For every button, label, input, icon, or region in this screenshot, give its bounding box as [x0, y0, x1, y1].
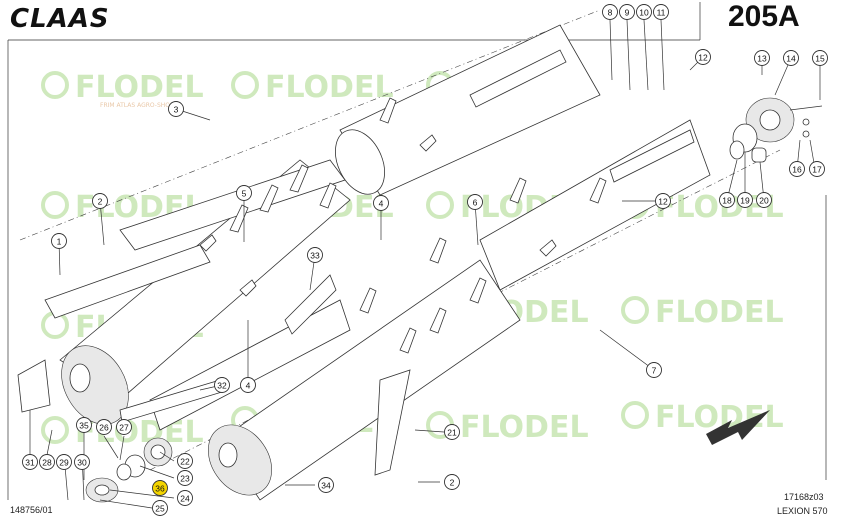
callout-1: 1 [51, 233, 67, 249]
callout-3: 3 [168, 101, 184, 117]
callout-27: 27 [116, 419, 132, 435]
direction-arrow [706, 410, 770, 445]
callout-34: 34 [318, 477, 334, 493]
callout-label: 8 [608, 8, 613, 18]
svg-text:FLODEL: FLODEL [265, 70, 394, 105]
callout-label: 24 [180, 494, 190, 504]
callout-label: 6 [473, 198, 478, 208]
left-drum [44, 159, 351, 431]
callout-label: 7 [652, 366, 657, 376]
callout-28: 28 [39, 454, 55, 470]
callout-20: 20 [756, 192, 772, 208]
callout-label: 23 [180, 474, 190, 484]
callout-10: 10 [636, 4, 652, 20]
callout-label: 30 [77, 458, 87, 468]
svg-text:FLODEL: FLODEL [460, 410, 589, 445]
callout-label: 1 [57, 237, 62, 247]
footer-model: LEXION 570 [777, 506, 828, 516]
callout-label: 20 [759, 196, 769, 206]
callout-16: 16 [789, 161, 805, 177]
callout-24: 24 [177, 490, 193, 506]
callout-12: 12 [695, 49, 711, 65]
callout-5: 5 [236, 185, 252, 201]
callout-label: 14 [786, 54, 796, 64]
callout-label: 25 [155, 504, 165, 514]
callout-2: 2 [92, 193, 108, 209]
callout-label: 17 [812, 165, 822, 175]
callout-label: 12 [698, 53, 708, 63]
callout-label: 26 [99, 423, 109, 433]
callout-7: 7 [646, 362, 662, 378]
upper-auger-tube [335, 24, 711, 291]
callout-2-2: 2 [444, 474, 460, 490]
callout-29: 29 [56, 454, 72, 470]
callout-33: 33 [307, 247, 323, 263]
callout-23: 23 [177, 470, 193, 486]
callout-22: 22 [177, 453, 193, 469]
callout-18: 18 [719, 192, 735, 208]
callout-19: 19 [737, 192, 753, 208]
callout-30: 30 [74, 454, 90, 470]
callout-label: 34 [321, 481, 331, 491]
callout-32: 32 [214, 377, 230, 393]
callout-13: 13 [754, 50, 770, 66]
callout-label: 28 [42, 458, 52, 468]
svg-text:FLODEL: FLODEL [75, 70, 204, 105]
callout-label: 16 [792, 165, 802, 175]
callout-label: 12 [658, 197, 668, 207]
footer-right-code: 17168z03 [784, 492, 824, 502]
callout-21: 21 [444, 424, 460, 440]
callout-4-2: 4 [240, 377, 256, 393]
callout-label: 35 [79, 421, 89, 431]
callout-4: 4 [373, 195, 389, 211]
callout-25: 25 [152, 500, 168, 516]
callout-label: 31 [25, 458, 35, 468]
auger-fingers [199, 97, 607, 354]
callout-label: 27 [119, 423, 129, 433]
callout-label: 22 [180, 457, 190, 467]
callout-36: 36 [152, 480, 168, 496]
callout-label: 19 [740, 196, 750, 206]
callout-label: 9 [625, 8, 630, 18]
callout-9: 9 [619, 4, 635, 20]
callout-26: 26 [96, 419, 112, 435]
callout-label: 5 [242, 189, 247, 199]
callout-label: 4 [246, 381, 251, 391]
callout-label: 2 [98, 197, 103, 207]
lower-drum [208, 259, 521, 501]
callout-label: 29 [59, 458, 69, 468]
callout-label: 36 [155, 484, 165, 494]
callout-31: 31 [22, 454, 38, 470]
svg-text:FRIM ATLAS AGRO-SHOP: FRIM ATLAS AGRO-SHOP [100, 102, 174, 109]
callout-label: 3 [174, 105, 179, 115]
callout-8: 8 [602, 4, 618, 20]
callout-label: 4 [379, 199, 384, 209]
callout-14: 14 [783, 50, 799, 66]
callout-15: 15 [812, 50, 828, 66]
callout-label: 21 [447, 428, 457, 438]
callout-17: 17 [809, 161, 825, 177]
callout-label: 32 [217, 381, 227, 391]
callout-label: 18 [722, 196, 732, 206]
page-code: 205A [728, 0, 800, 33]
svg-text:FLODEL: FLODEL [655, 295, 784, 330]
callout-label: 10 [639, 8, 649, 18]
hub-assembly [729, 97, 823, 163]
footer-left-code: 148756/01 [10, 505, 53, 515]
callout-11: 11 [653, 4, 669, 20]
bearing-parts [17, 359, 173, 503]
callout-label: 15 [815, 54, 825, 64]
callout-label: 13 [757, 54, 767, 64]
brand-logo: CLAAS [10, 4, 110, 34]
callout-label: 2 [450, 478, 455, 488]
callout-label: 11 [657, 8, 666, 18]
callout-label: 33 [310, 251, 320, 261]
callout-12-2: 12 [655, 193, 671, 209]
callout-6: 6 [467, 194, 483, 210]
callout-35: 35 [76, 417, 92, 433]
